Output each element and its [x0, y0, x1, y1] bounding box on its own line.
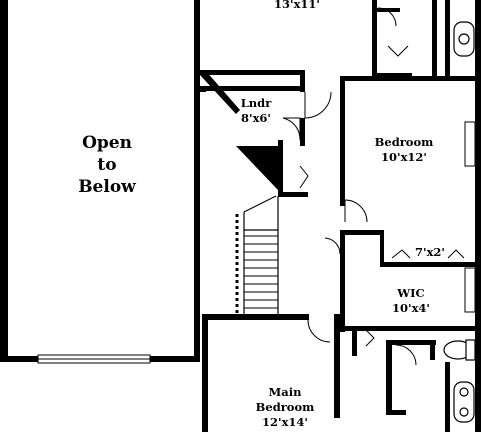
main-bedroom-dims: 12'x14' — [262, 415, 308, 429]
doors — [282, 7, 465, 366]
fixtures — [443, 21, 476, 423]
stairs — [235, 195, 279, 314]
main-bedroom-name2: Bedroom — [256, 400, 315, 414]
windows — [464, 121, 476, 313]
open-to-below-line3: Below — [78, 177, 136, 197]
open-to-below-line1: Open — [82, 133, 132, 153]
top-room-dims: 13'x11' — [274, 0, 320, 11]
main-bedroom-name: Main — [269, 385, 303, 399]
sink-icon-2 — [453, 381, 475, 423]
bedroom-name: Bedroom — [375, 135, 434, 149]
closet-dims: 7'x2' — [415, 245, 445, 259]
bedroom-dims: 10'x12' — [381, 150, 427, 164]
open-to-below-line2: to — [97, 155, 116, 175]
wic-name: WIC — [396, 286, 424, 300]
room-labels: 13'x11' Open to Below Lndr 8'x6' Bedroom… — [78, 0, 445, 429]
wic-dims: 10'x4' — [392, 301, 430, 315]
laundry-dims: 8'x6' — [241, 111, 271, 125]
laundry-name: Lndr — [241, 96, 272, 110]
